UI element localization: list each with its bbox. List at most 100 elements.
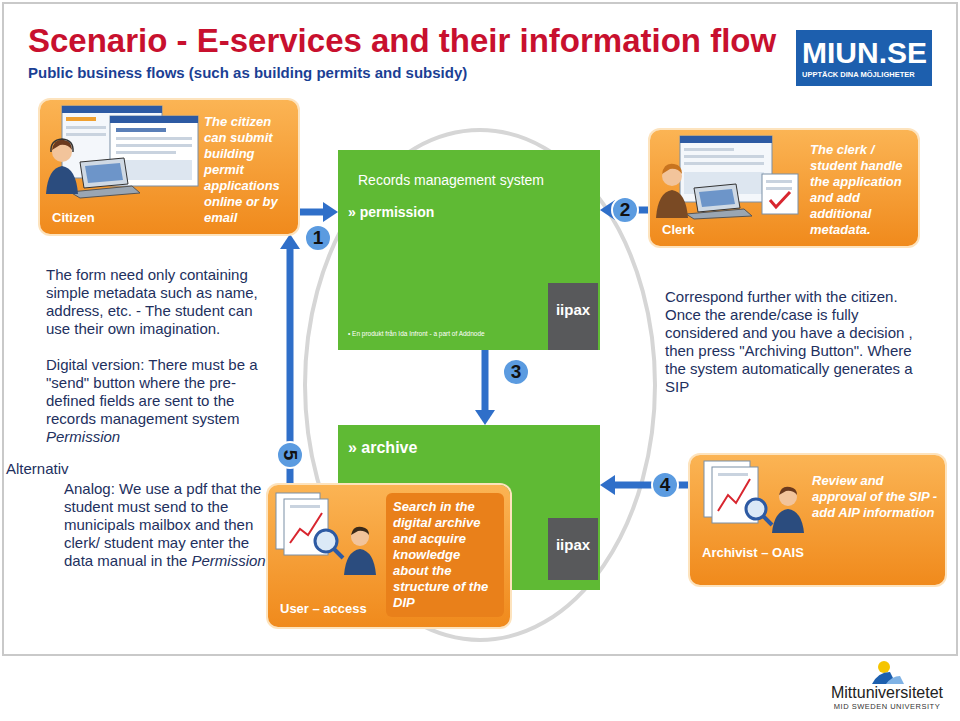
actor-box: User – access Search in the digital archi… <box>268 485 510 627</box>
actor-name: Clerk <box>662 222 810 238</box>
note-term: Permission <box>46 428 271 446</box>
actor-name: User – access <box>280 601 386 617</box>
actor-name: Archivist – OAIS <box>702 545 812 561</box>
step-marker: 1 <box>304 224 332 252</box>
arrow-shaft <box>482 350 489 410</box>
illustration-part <box>718 473 748 476</box>
diagram-title: Scenario - E-services and their informat… <box>28 22 776 60</box>
symbol-wave <box>886 676 904 684</box>
callout-number: 5 <box>276 441 304 469</box>
cycle-ring <box>305 130 655 640</box>
actor-box: ClerkThe clerk / student handle the appl… <box>650 130 918 246</box>
illustration-part <box>62 106 162 113</box>
illustration-part <box>85 163 123 183</box>
product-logo: iipax <box>548 301 598 318</box>
illustration-part <box>766 187 792 190</box>
label-wrap: Public business flows (such as building … <box>28 64 467 81</box>
university-subname: MID SWEDEN UNIVERSITY <box>822 702 952 711</box>
logo-wordmark: MIUN.SE <box>802 36 927 70</box>
citizen-illustration <box>40 100 202 200</box>
illustration-part <box>315 530 337 552</box>
illustration-part <box>110 116 198 123</box>
note-text: Digital version: There must be a "send" … <box>46 356 271 428</box>
illustration-part <box>766 180 792 183</box>
iipax-logo: iipax <box>548 518 598 580</box>
illustration-part <box>116 144 192 147</box>
university-name: Mittuniversitetet <box>822 684 952 702</box>
illustration-part <box>351 527 369 535</box>
illustration-part <box>66 117 96 121</box>
illustration-part <box>66 126 106 129</box>
actor-box: CitizenThe citizen can submit building p… <box>40 100 298 234</box>
illustration-part <box>686 209 752 219</box>
step-marker: 4 <box>651 471 679 499</box>
label-wrap: MittuniversitetetMID SWEDEN UNIVERSITY <box>822 684 952 711</box>
callout-number: 1 <box>304 224 332 252</box>
note-heading: Alternativ <box>6 460 69 478</box>
panel-frame <box>3 3 957 655</box>
note-text: The form need only containing simple met… <box>46 266 271 338</box>
label-wrap: Alternativ <box>6 460 69 478</box>
illustration-part <box>290 505 320 508</box>
illustration-part <box>116 128 166 132</box>
description-column: The clerk / student handle the applicati… <box>810 130 918 246</box>
illustration-part <box>762 174 798 214</box>
flow-arrow <box>298 202 338 222</box>
illustration-part <box>344 549 376 575</box>
university-symbol <box>872 661 904 684</box>
illustration-part <box>70 186 140 198</box>
illustration-part <box>656 190 688 218</box>
label-wrap: Analog: We use a pdf that the student mu… <box>64 480 276 570</box>
illustration-part <box>699 189 735 207</box>
note-term: Permission <box>191 552 265 569</box>
step-marker: 5 <box>276 441 304 469</box>
illustration-part <box>51 139 73 152</box>
subtitle: Public business flows (such as building … <box>28 64 467 81</box>
illustration-part <box>684 162 764 165</box>
label-wrap: Digital version: There must be a "send" … <box>46 356 271 446</box>
label-wrap: The form need only containing simple met… <box>46 266 271 338</box>
illustration-part <box>680 136 772 143</box>
arrow-head <box>323 202 338 222</box>
callout-number: 3 <box>502 358 530 386</box>
illustration-part <box>770 192 790 207</box>
miun-logo: MIUN.SEUPPTÄCK DINA MÖJLIGHETER <box>796 30 932 86</box>
actor-description: Search in the digital archive and acquir… <box>393 499 498 611</box>
actor-box: Archivist – OAIS Review and approval of t… <box>690 455 945 585</box>
illustration-part <box>779 487 797 495</box>
step-marker: 2 <box>611 196 639 224</box>
illustration-part <box>662 164 682 174</box>
illustration-part <box>772 509 804 533</box>
clerk-illustration <box>650 130 808 220</box>
illustration-part <box>80 158 128 188</box>
note-text: Correspond further with the citizen. Onc… <box>665 288 913 396</box>
illustration-part <box>116 151 176 154</box>
illustration-part <box>66 133 106 136</box>
callout-number: 4 <box>651 471 679 499</box>
description-column: Search in the digital archive and acquir… <box>386 493 504 617</box>
user-illustration <box>268 485 384 577</box>
arrow-head <box>600 475 615 495</box>
description-column: Review and approval of the SIP - add AIP… <box>812 455 945 585</box>
illustration-part <box>684 148 734 151</box>
step-marker: 3 <box>502 358 530 386</box>
iipax-logo: iipax <box>548 283 598 350</box>
illustration-part <box>763 516 772 525</box>
illustration-part <box>116 137 192 140</box>
label-wrap: Correspond further with the citizen. Onc… <box>665 288 913 396</box>
arrow-head <box>475 410 495 425</box>
actor-description: Review and approval of the SIP - add AIP… <box>812 473 939 521</box>
title-wrap: Scenario - E-services and their informat… <box>28 22 776 60</box>
actor-description: The clerk / student handle the applicati… <box>810 142 912 238</box>
symbol-dot <box>878 661 890 673</box>
system-text: » archive <box>338 425 600 457</box>
product-logo: iipax <box>548 536 598 553</box>
flow-arrow <box>475 350 495 425</box>
system-text: » permission <box>338 188 600 220</box>
archivist-illustration <box>690 455 810 535</box>
logo-slogan: UPPTÄCK DINA MÖJLIGHETER <box>802 70 927 80</box>
illustration-part <box>46 166 78 194</box>
system-text: • En produkt från Ida Infront - a part o… <box>338 330 600 350</box>
description-column: The citizen can submit building permit a… <box>204 100 298 234</box>
